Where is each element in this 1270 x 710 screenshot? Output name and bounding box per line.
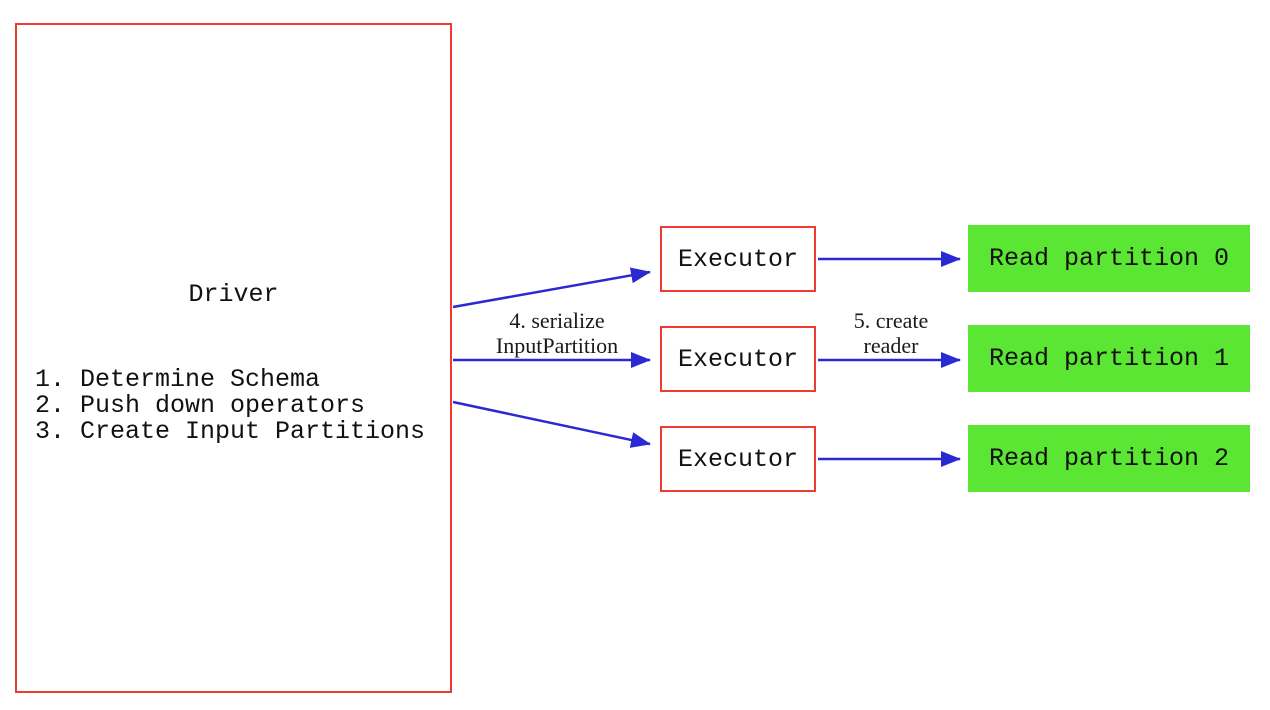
driver-steps-list: 1. Determine Schema 2. Push down operato… [35, 367, 425, 445]
edge-label-reader-line1: 5. create [853, 308, 929, 333]
executor-node-3: Executor [660, 426, 816, 492]
driver-node: Driver 1. Determine Schema 2. Push down … [15, 23, 452, 693]
edge-label-reader-line2: reader [863, 333, 919, 358]
driver-title: Driver [188, 280, 279, 309]
read-partition-node-0: Read partition 0 [968, 225, 1250, 292]
executor-1-label: Executor [677, 244, 799, 274]
executor-2-label: Executor [677, 344, 799, 374]
executor-3-label: Executor [677, 444, 799, 474]
arrow-driver-to-executor-1 [452, 267, 651, 309]
edge-label-serialize-line2: InputPartition [495, 333, 619, 358]
executor-node-1: Executor [660, 226, 816, 292]
edge-label-serialize-line1: 4. serialize [509, 308, 605, 333]
read-partition-2-label: Read partition 2 [988, 444, 1230, 473]
driver-step-2: 2. Push down operators [35, 391, 366, 420]
edge-label-serialize-inputpartition: 4. serialize InputPartition [447, 308, 667, 358]
driver-step-1: 1. Determine Schema [35, 365, 321, 394]
read-partition-node-1: Read partition 1 [968, 325, 1250, 392]
read-partition-0-label: Read partition 0 [988, 244, 1230, 273]
read-partition-node-2: Read partition 2 [968, 425, 1250, 492]
edge-label-create-reader: 5. create reader [781, 308, 1001, 358]
read-partition-1-label: Read partition 1 [988, 344, 1230, 373]
executor-node-2: Executor [660, 326, 816, 392]
arrow-driver-to-executor-3 [452, 400, 651, 448]
driver-step-3: 3. Create Input Partitions [35, 417, 426, 446]
